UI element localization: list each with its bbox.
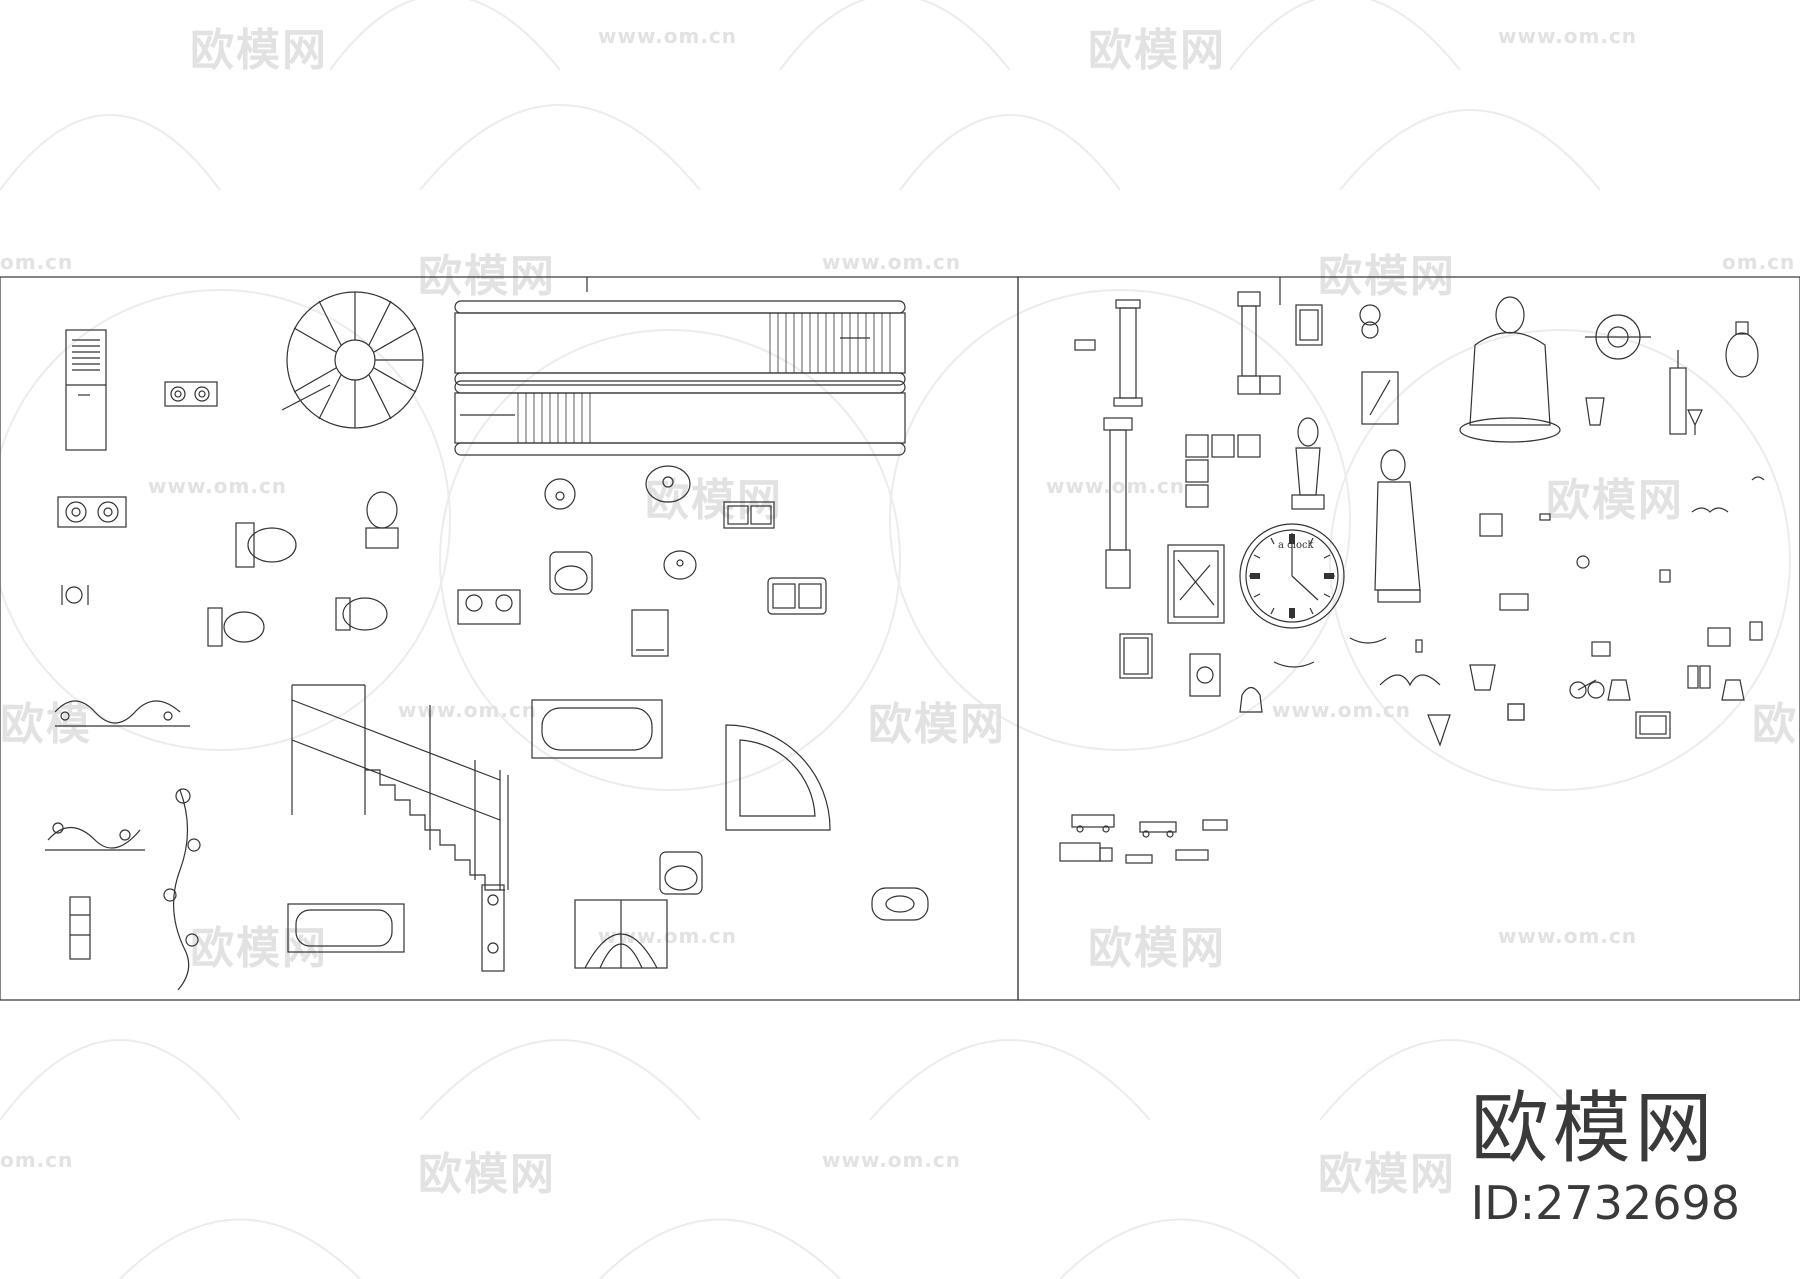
basin-small-block <box>663 550 697 580</box>
framed-art-block <box>1361 371 1399 425</box>
toilet-elevation-block <box>365 491 399 549</box>
watermark-logo: 欧模网 <box>190 923 328 974</box>
escalator-plan-block <box>454 300 906 456</box>
frame-picture-block <box>1295 304 1323 346</box>
glass-trumpet-block <box>1427 714 1451 747</box>
watermark-url: www.om.cn <box>598 24 738 48</box>
double-sink-small-block <box>723 501 775 529</box>
perfume-bottle-block <box>1725 321 1759 378</box>
clock-label: a clock <box>1278 540 1314 551</box>
vine-ornament-block <box>163 788 201 991</box>
greek-key-block <box>1185 434 1261 508</box>
watermark-logo: 欧模网 <box>418 1149 556 1200</box>
double-sink-block <box>767 577 827 615</box>
framed-flower-block <box>1119 633 1153 679</box>
watermark-url: www.om.cn <box>1498 24 1638 48</box>
framed-circles-block <box>1189 653 1221 697</box>
brand-id: ID:2732698 <box>1470 1176 1740 1230</box>
squat-toilet-block <box>871 887 929 921</box>
buddha-statue-block <box>1459 296 1561 443</box>
watermark-url: www.om.cn <box>398 698 538 722</box>
watermark-url: om.cn <box>0 1148 74 1172</box>
grille-panel-block <box>69 896 91 960</box>
brand-name: 欧模网 <box>1470 1084 1717 1174</box>
watermark-url: www.om.cn <box>1498 924 1638 948</box>
toilet-plan-block <box>207 607 265 647</box>
right-sheet-border <box>1017 276 1800 1001</box>
ornament-scroll-block <box>54 700 190 727</box>
watermark-url: om.cn <box>0 250 74 274</box>
teddy-bear-block <box>1359 304 1381 339</box>
oven-block <box>631 609 669 657</box>
iron-gate-block <box>574 899 668 969</box>
watermark-logo: 欧模网 <box>190 25 328 76</box>
watermark-url: www.om.cn <box>822 1148 962 1172</box>
handbag-block <box>1239 686 1263 713</box>
brand-block: 欧模网 ID:2732698 <box>1471 1090 1740 1231</box>
vases-group-block <box>1607 665 1745 701</box>
watermark-url: om.cn <box>1722 250 1796 274</box>
cooktop-small-block <box>164 381 218 407</box>
watermark-logo: 欧模网 <box>1546 475 1684 526</box>
vehicles-block <box>1059 814 1228 864</box>
corinthian-column-block <box>1237 291 1281 395</box>
watermark-logo: 欧模网 <box>1088 25 1226 76</box>
basin-round-block <box>544 478 576 510</box>
watermark-logo: 欧模网 <box>1088 923 1226 974</box>
cooktop-block <box>57 496 127 528</box>
cup-block <box>1585 397 1605 426</box>
washbasin-block <box>549 551 593 595</box>
ionic-column-block <box>1074 299 1143 407</box>
place-setting-block <box>61 585 89 605</box>
abstract-frame-block <box>1167 544 1225 624</box>
refrigerator-block <box>65 329 107 451</box>
watermark-url: www.om.cn <box>1272 698 1412 722</box>
washbasin-2-block <box>659 851 703 895</box>
venus-statue-block <box>1374 449 1421 603</box>
dish-block <box>1273 637 1387 668</box>
ornament-lamp-block <box>1585 314 1651 360</box>
railing-ornament-block <box>45 822 145 851</box>
bathtub-block <box>531 699 663 759</box>
spiral-staircase-block <box>281 291 424 429</box>
watermark-logo: 欧模 <box>0 699 92 750</box>
venus-small-block <box>1291 417 1325 510</box>
watermark-logo: 欧模 <box>1752 699 1800 750</box>
wine-bottle-block <box>1669 350 1687 435</box>
bathtub-2-block <box>287 903 405 953</box>
watermark-url: www.om.cn <box>1046 474 1186 498</box>
corner-bath-block <box>725 724 831 831</box>
toilet-plan-2-block <box>335 597 388 631</box>
toilet-block <box>235 522 297 568</box>
tv-block <box>1635 711 1671 739</box>
small-icons-block <box>1415 513 1763 721</box>
staircase-elevation-block <box>291 684 509 891</box>
cooktop-2-block <box>457 589 521 625</box>
bicycle-block <box>1569 679 1605 699</box>
watermark-url: www.om.cn <box>148 474 288 498</box>
watermark-url: www.om.cn <box>822 250 962 274</box>
basin-oval-block <box>645 465 691 503</box>
tall-column-block <box>1103 417 1133 589</box>
watermark-logo: 欧模网 <box>868 699 1006 750</box>
door-ornament-block <box>481 884 505 972</box>
watermark-logo: 欧模网 <box>1318 1149 1456 1200</box>
vase-icon-block <box>1469 664 1525 721</box>
watermark-logo: 欧模网 <box>645 475 783 526</box>
horns-ornament-block <box>1379 674 1441 687</box>
wine-glass-block <box>1687 409 1703 435</box>
seagull-block <box>1691 476 1765 513</box>
